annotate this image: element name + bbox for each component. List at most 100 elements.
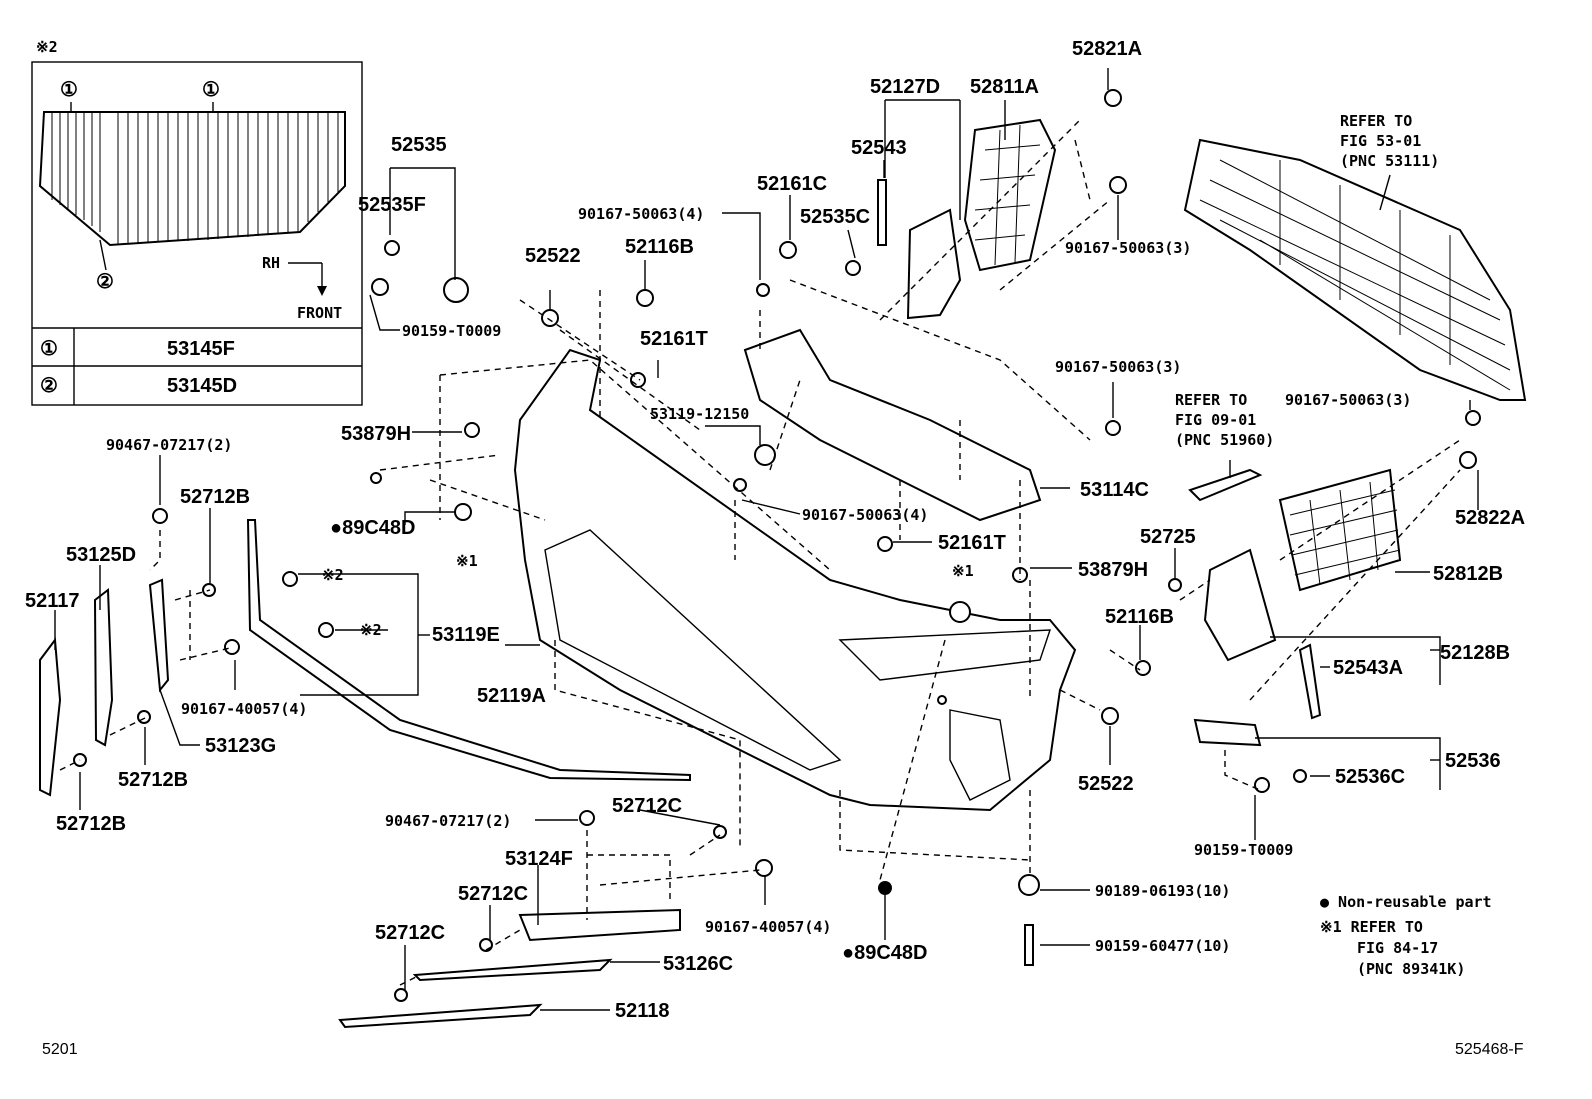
label-90467-07217-2-b: 90467-07217(2) xyxy=(385,812,511,830)
table-row-1-part: 53145F xyxy=(167,338,235,360)
parts-drawing xyxy=(39,89,1527,1029)
label-52161T-a: 52161T xyxy=(640,328,708,350)
label-52712B-b: 52712B xyxy=(118,769,188,791)
label-53879H-a: 53879H xyxy=(341,423,411,445)
label-53126C: 53126C xyxy=(663,953,733,975)
retainer-52812B xyxy=(1278,468,1402,592)
part-labels: 52535 52535F 90159-T0009 52522 52116B 90… xyxy=(25,38,1525,1022)
table-row-1-no: ① xyxy=(40,338,58,360)
label-90467-07217-2-a: 90467-07217(2) xyxy=(106,436,232,454)
label-52712C-b: 52712C xyxy=(458,883,528,905)
label-52522-b: 52522 xyxy=(1078,773,1134,795)
legend-refer-line1: ※1 REFER TO xyxy=(1320,918,1423,936)
molding-sketch xyxy=(38,111,346,247)
label-53879H-b: 53879H xyxy=(1078,559,1148,581)
label-89C48D-b: ●89C48D xyxy=(842,942,927,964)
legend-refer-line2: FIG 84-17 xyxy=(1357,939,1438,957)
label-52116B-a: 52116B xyxy=(625,236,694,258)
inset-panel: ※2 ① ① ② RH xyxy=(31,38,363,406)
marker-2-b: ※2 xyxy=(360,621,382,639)
refer-53111-line3: (PNC 53111) xyxy=(1340,152,1439,170)
bracket-53123G xyxy=(148,578,170,693)
inset-marker: ※2 xyxy=(36,38,58,56)
strip-53119E xyxy=(246,519,691,782)
callout-2: ② xyxy=(96,271,114,293)
direction-rh: RH xyxy=(262,254,280,272)
legend-refer-line3: (PNC 89341K) xyxy=(1357,960,1465,978)
label-52536: 52536 xyxy=(1445,750,1501,772)
label-52725: 52725 xyxy=(1140,526,1196,548)
figure-code: 525468-F xyxy=(1455,1041,1524,1058)
label-90167-40057-4-b: 90167-40057(4) xyxy=(705,918,831,936)
direction-front: FRONT xyxy=(297,304,342,322)
table-row-2-no: ② xyxy=(40,375,58,397)
label-53125D: 53125D xyxy=(66,544,136,566)
label-53119E: 53119E xyxy=(432,624,500,646)
label-52712C-a: 52712C xyxy=(612,795,682,817)
table-row-2-part: 53145D xyxy=(167,375,237,397)
label-52161T-b: 52161T xyxy=(938,532,1006,554)
label-90167-50063-3-b: 90167-50063(3) xyxy=(1055,358,1181,376)
molding-53126C xyxy=(412,958,613,982)
label-90167-50063-4-a: 90167-50063(4) xyxy=(578,205,704,223)
label-53114C: 53114C xyxy=(1080,479,1149,501)
label-52712C-c: 52712C xyxy=(375,922,445,944)
callout-1-right: ① xyxy=(202,79,220,101)
legend-nonreusable: ● Non-reusable part xyxy=(1320,893,1492,911)
seal-52543 xyxy=(877,179,887,246)
molding-52118 xyxy=(338,1003,543,1029)
duct-52127D xyxy=(906,208,962,320)
label-52543: 52543 xyxy=(851,137,907,159)
label-90159-T0009-b: 90159-T0009 xyxy=(1194,841,1293,859)
retainer-52811A xyxy=(963,118,1057,272)
label-52128B: 52128B xyxy=(1440,642,1510,664)
inset-frame xyxy=(31,61,363,406)
label-52821A: 52821A xyxy=(1072,38,1142,60)
legend: ● Non-reusable part ※1 REFER TO FIG 84-1… xyxy=(1320,893,1492,978)
marker-1-b: ※1 xyxy=(952,562,974,580)
marker-1-a: ※1 xyxy=(456,552,478,570)
bumper-reinforcement xyxy=(743,328,1042,522)
label-90167-40057-4-a: 90167-40057(4) xyxy=(181,700,307,718)
callout-1-left: ① xyxy=(60,79,78,101)
label-90167-50063-3-c: 90167-50063(3) xyxy=(1285,391,1411,409)
label-52536C: 52536C xyxy=(1335,766,1405,788)
upper-grille xyxy=(1183,138,1527,401)
label-52127D: 52127D xyxy=(870,76,940,98)
label-90159-T0009-a: 90159-T0009 xyxy=(402,322,501,340)
label-52811A: 52811A xyxy=(970,76,1039,98)
page-code: 5201 xyxy=(42,1041,78,1058)
molding-52117 xyxy=(39,637,62,797)
footer: 5201 525468-F xyxy=(42,1041,1524,1058)
bracket-52536 xyxy=(1193,718,1262,747)
duct-52128B xyxy=(1203,548,1277,662)
refer-51960-line3: (PNC 51960) xyxy=(1175,431,1274,449)
label-90167-50063-4-b: 90167-50063(4) xyxy=(802,506,928,524)
molding-53125D xyxy=(93,588,114,747)
seal-52543A xyxy=(1298,643,1322,720)
leader-lines xyxy=(54,68,1479,1011)
label-52161C: 52161C xyxy=(757,173,827,195)
molding-hatch xyxy=(51,112,339,244)
label-53123G: 53123G xyxy=(205,735,276,757)
label-52522-a: 52522 xyxy=(525,245,581,267)
label-89C48D-a: ●89C48D xyxy=(330,517,415,539)
bracket-53124F xyxy=(518,908,681,942)
label-53119-12150: 53119-12150 xyxy=(650,405,749,423)
label-52812B: 52812B xyxy=(1433,563,1503,585)
refer-53111-line2: FIG 53-01 xyxy=(1340,132,1421,150)
label-52535F: 52535F xyxy=(358,194,426,216)
marker-2-a: ※2 xyxy=(322,566,344,584)
label-52712B-c: 52712B xyxy=(56,813,126,835)
label-52822A: 52822A xyxy=(1455,507,1525,529)
label-53124F: 53124F xyxy=(505,848,573,870)
refer-51960-line1: REFER TO xyxy=(1175,391,1247,409)
tow-hook xyxy=(1188,468,1263,502)
label-52116B-b: 52116B xyxy=(1105,606,1174,628)
label-90167-50063-3-a: 90167-50063(3) xyxy=(1065,239,1191,257)
label-52535C: 52535C xyxy=(800,206,870,228)
refer-51960-line2: FIG 09-01 xyxy=(1175,411,1256,429)
label-52119A: 52119A xyxy=(477,685,546,707)
label-52712B-a: 52712B xyxy=(180,486,250,508)
